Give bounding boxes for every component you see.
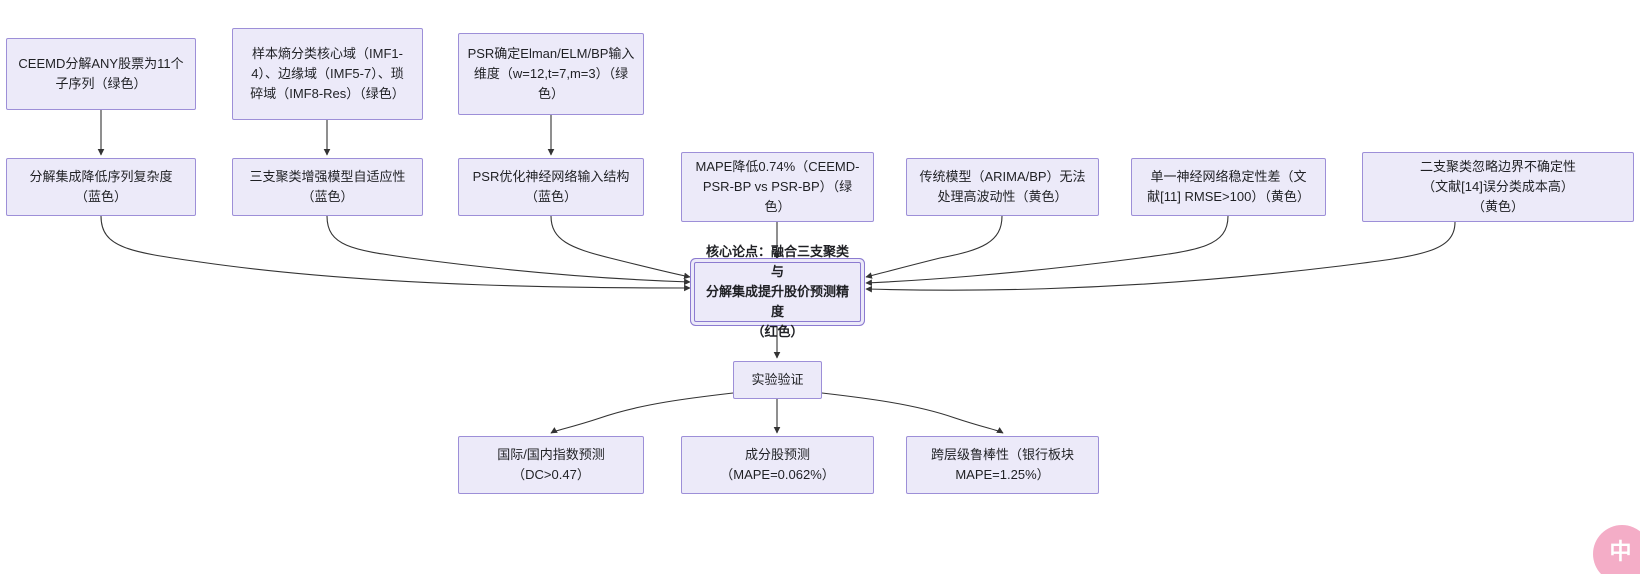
node-label: MAPE降低0.74%（CEEMD- PSR-BP vs PSR-BP）（绿 色… [695,158,860,215]
node-label: PSR优化神经网络输入结构 （蓝色） [472,168,630,204]
node-label: CEEMD分解ANY股票为11个 子序列（绿色） [18,55,184,91]
edge-n5-n11 [326,215,691,286]
node-core-claim[interactable]: 核心论点：融合三支聚类与 分解集成提升股价预测精度 （红色） [694,244,861,339]
node-label: 分解集成降低序列复杂度 （蓝色） [29,168,173,204]
node-mape-reduction-evidence[interactable]: MAPE降低0.74%（CEEMD- PSR-BP vs PSR-BP）（绿 色… [681,152,874,222]
edge-n12-n15 [821,392,1004,434]
node-label: 核心论点：融合三支聚类与 分解集成提升股价预测精度 （红色） [705,243,849,340]
node-single-network-instability[interactable]: 单一神经网络稳定性差（文 献[11] RMSE>100）（黄色） [1131,158,1326,216]
node-decomposition-reduces-complexity[interactable]: 分解集成降低序列复杂度 （蓝色） [6,158,196,216]
node-label: 样本熵分类核心域（IMF1- 4）、边缘域（IMF5-7）、琐 碎域（IMF8-… [250,45,405,102]
node-label: 国际/国内指数预测 （DC>0.47） [497,446,605,482]
node-label: 成分股预测 （MAPE=0.062%） [720,446,835,482]
edge-n12-n13 [550,392,734,434]
node-index-prediction-result[interactable]: 国际/国内指数预测 （DC>0.47） [458,436,644,494]
edge-n6-n11 [550,215,691,280]
node-experimental-validation[interactable]: 实验验证 [733,361,822,399]
node-label: 三支聚类增强模型自适应性 （蓝色） [249,168,406,204]
node-label: 实验验证 [751,371,804,387]
edge-n8-n11 [865,215,1003,279]
node-cross-level-robustness-result[interactable]: 跨层级鲁棒性（银行板块 MAPE=1.25%） [906,436,1099,494]
node-psr-input-dimension[interactable]: PSR确定Elman/ELM/BP输入 维度（w=12,t=7,m=3）（绿 色… [458,33,644,115]
edge-n10-n11 [865,221,1456,293]
node-three-way-clustering-adaptivity[interactable]: 三支聚类增强模型自适应性 （蓝色） [232,158,423,216]
node-constituent-stock-result[interactable]: 成分股预测 （MAPE=0.062%） [681,436,874,494]
node-label: PSR确定Elman/ELM/BP输入 维度（w=12,t=7,m=3）（绿 色… [467,45,635,102]
watermark-text: 中 [1609,539,1631,564]
node-label: 跨层级鲁棒性（银行板块 MAPE=1.25%） [930,446,1074,482]
node-ceemd-decompose[interactable]: CEEMD分解ANY股票为11个 子序列（绿色） [6,38,196,110]
node-psr-optimizes-network-input[interactable]: PSR优化神经网络输入结构 （蓝色） [458,158,644,216]
watermark-badge: 中 [1593,525,1640,574]
node-label: 单一神经网络稳定性差（文 献[11] RMSE>100）（黄色） [1147,168,1310,204]
edge-n9-n11 [865,215,1229,287]
node-two-way-clustering-limitation[interactable]: 二支聚类忽略边界不确定性 （文献[14]误分类成本高） （黄色） [1362,152,1634,222]
node-sample-entropy-classify[interactable]: 样本熵分类核心域（IMF1- 4）、边缘域（IMF5-7）、琐 碎域（IMF8-… [232,28,423,120]
node-label: 二支聚类忽略边界不确定性 （文献[14]误分类成本高） （黄色） [1419,158,1576,215]
node-traditional-model-limitation[interactable]: 传统模型（ARIMA/BP）无法 处理高波动性（黄色） [906,158,1099,216]
node-label: 传统模型（ARIMA/BP）无法 处理高波动性（黄色） [919,168,1086,204]
edge-n4-n11 [100,215,691,292]
